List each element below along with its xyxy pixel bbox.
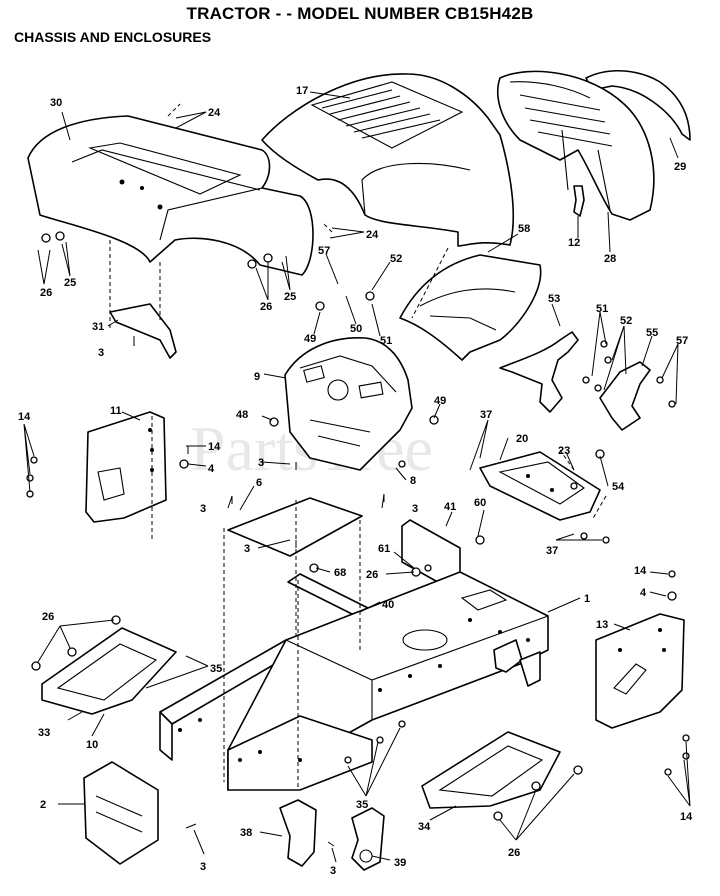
callout-57-right: 57 — [676, 335, 688, 347]
callout-37-bottom: 37 — [546, 545, 558, 557]
callout-51-left: 51 — [380, 335, 392, 347]
part-6-floor-plate[interactable] — [227, 497, 363, 557]
callout-24-mid: 24 — [366, 229, 379, 241]
part-58-dash-panel[interactable] — [399, 254, 542, 361]
callout-25-left: 25 — [64, 277, 76, 289]
callout-51-right: 51 — [596, 303, 608, 315]
callout-48: 48 — [236, 409, 248, 421]
callout-33: 33 — [38, 727, 50, 739]
part-53-bracket[interactable] — [499, 331, 579, 413]
callout-50: 50 — [350, 323, 362, 335]
callout-49-right: 49 — [434, 395, 446, 407]
callout-20: 20 — [516, 433, 528, 445]
callout-3-f: 3 — [200, 861, 206, 873]
callout-4-left: 4 — [208, 463, 215, 475]
callout-58: 58 — [518, 223, 530, 235]
diagram-title: TRACTOR - - MODEL NUMBER CB15H42B — [186, 4, 534, 23]
part-34-right-footrest[interactable] — [421, 731, 561, 809]
callout-8: 8 — [410, 475, 416, 487]
callout-55: 55 — [646, 327, 658, 339]
callout-1: 1 — [584, 593, 590, 605]
callout-12: 12 — [568, 237, 580, 249]
callout-26-left: 26 — [40, 287, 52, 299]
part-17-hood[interactable] — [261, 73, 515, 247]
callout-11: 11 — [110, 405, 122, 417]
part-55-bracket[interactable] — [599, 361, 651, 431]
callout-9: 9 — [254, 371, 260, 383]
callout-26-mid: 26 — [260, 301, 272, 313]
callout-4-right: 4 — [640, 587, 647, 599]
callout-3-a: 3 — [98, 347, 104, 359]
callout-68: 68 — [334, 567, 346, 579]
callout-14-right: 14 — [634, 565, 647, 577]
part-11-left-side-panel[interactable] — [85, 411, 167, 523]
callout-52-top: 52 — [390, 253, 402, 265]
part-1-main-frame[interactable] — [159, 571, 549, 791]
callout-23: 23 — [558, 445, 570, 457]
callout-60: 60 — [474, 497, 486, 509]
assembly-guide-lines — [109, 103, 607, 790]
callout-26-center: 26 — [366, 569, 378, 581]
callout-14-left: 14 — [18, 411, 31, 423]
callout-41: 41 — [444, 501, 456, 513]
part-39-bracket[interactable] — [351, 807, 385, 871]
callout-28: 28 — [604, 253, 616, 265]
callout-49-top: 49 — [304, 333, 316, 345]
callout-3-c: 3 — [200, 503, 206, 515]
callout-54: 54 — [612, 481, 625, 493]
callout-39: 39 — [394, 857, 406, 869]
callout-40: 40 — [382, 599, 394, 611]
section-subtitle: CHASSIS AND ENCLOSURES — [14, 29, 212, 45]
callout-52-right: 52 — [620, 315, 632, 327]
callout-61: 61 — [378, 543, 390, 555]
part-20-mount-plate[interactable] — [479, 451, 601, 521]
callout-35-left: 35 — [210, 663, 222, 675]
callout-37-top: 37 — [480, 409, 492, 421]
callout-2: 2 — [40, 799, 46, 811]
callout-14-bottom-right: 14 — [680, 811, 693, 823]
callout-14-mid: 14 — [208, 441, 221, 453]
callout-26-bottom: 26 — [508, 847, 520, 859]
callout-57-top: 57 — [318, 245, 330, 257]
callout-38: 38 — [240, 827, 252, 839]
part-2-rear-plate[interactable] — [83, 761, 159, 865]
callout-24-top: 24 — [208, 107, 221, 119]
callout-labels: 30 24 17 29 12 28 24 58 57 52 26 25 26 2… — [18, 85, 693, 877]
callout-6: 6 — [256, 477, 262, 489]
callout-13: 13 — [596, 619, 608, 631]
callout-35-bottom: 35 — [356, 799, 368, 811]
part-33-left-footrest[interactable] — [41, 627, 177, 715]
callout-34: 34 — [418, 821, 431, 833]
part-12-bracket[interactable] — [573, 185, 585, 217]
part-9-dash-console[interactable] — [284, 337, 413, 471]
callout-3-b: 3 — [258, 457, 264, 469]
part-31-bracket[interactable] — [109, 303, 177, 359]
part-29-side-panel[interactable] — [585, 69, 691, 141]
leader-lines — [23, 91, 691, 863]
callout-10: 10 — [86, 739, 98, 751]
part-28-grille-housing[interactable] — [497, 70, 655, 221]
callout-3-e: 3 — [244, 543, 250, 555]
callout-3-g: 3 — [330, 865, 336, 877]
callout-29: 29 — [674, 161, 686, 173]
part-38-bracket[interactable] — [279, 799, 317, 867]
callout-31: 31 — [92, 321, 104, 333]
callout-25-mid: 25 — [284, 291, 296, 303]
callout-30: 30 — [50, 97, 62, 109]
callout-53: 53 — [548, 293, 560, 305]
callout-3-d: 3 — [412, 503, 418, 515]
part-30-rear-fender[interactable] — [27, 115, 314, 276]
callout-17: 17 — [296, 85, 308, 97]
callout-26-lower: 26 — [42, 611, 54, 623]
part-13-right-side-panel[interactable] — [595, 613, 685, 729]
